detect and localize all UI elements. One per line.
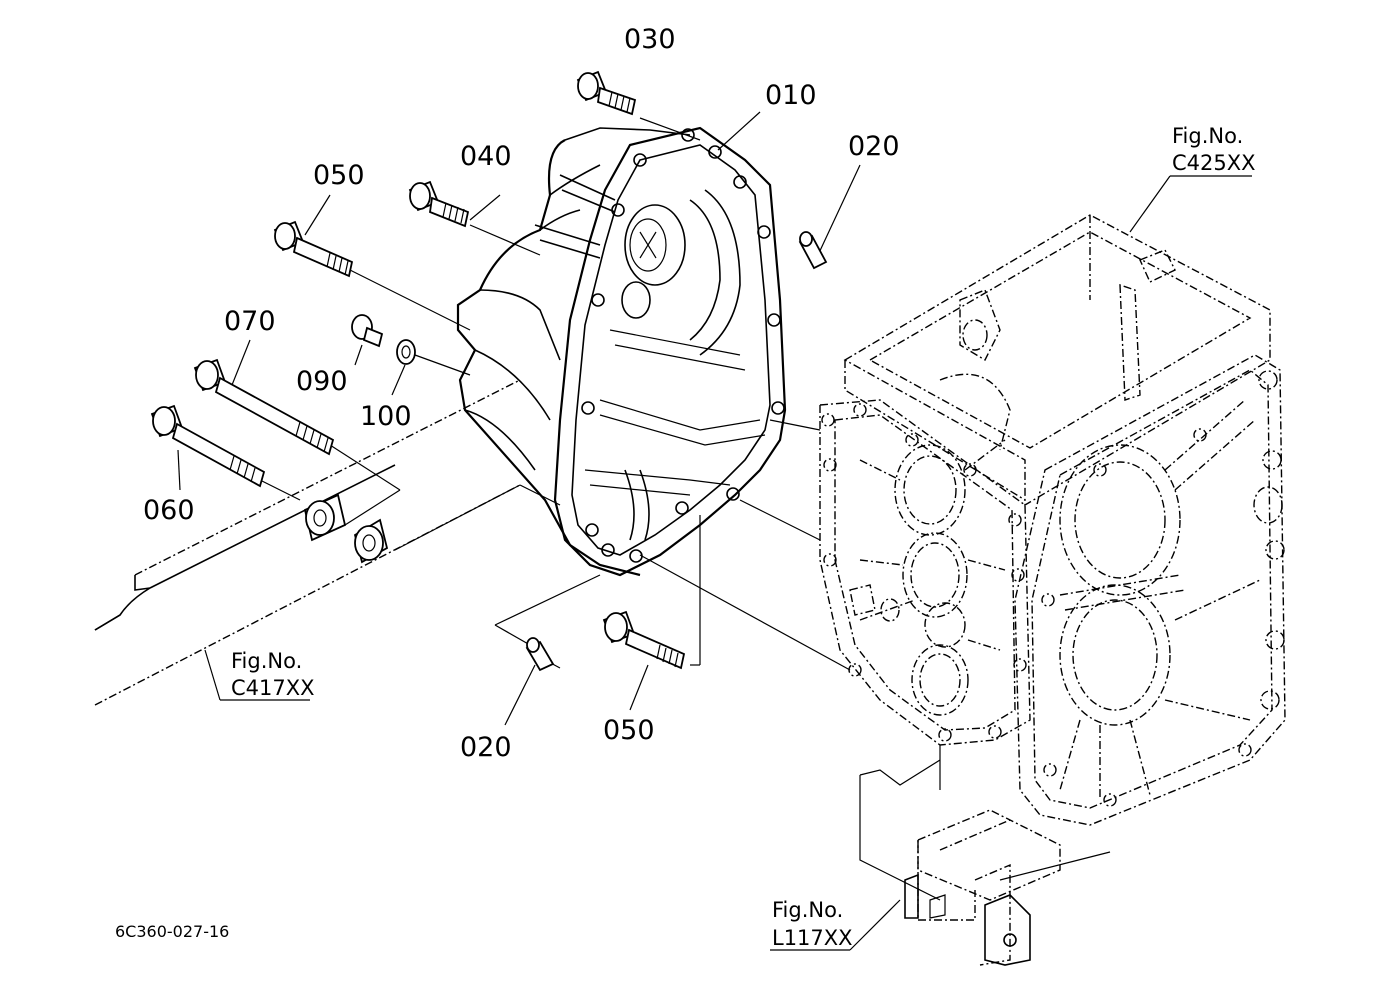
pin-020-bottom [525,637,555,672]
callout-040: 040 [460,141,512,172]
fig-ref-l117-code: L117XX [772,926,853,950]
callout-labels: 030 010 020 040 050 070 090 100 060 050 … [143,24,900,763]
bolt-030 [576,70,637,116]
callout-010: 010 [765,80,817,111]
spacer-collar-left [303,493,347,542]
spacer-collars [303,493,389,564]
document-id: 6C360-027-16 [115,922,229,941]
plug-090 [351,314,384,348]
callout-100: 100 [360,401,412,432]
bolt-050-top [273,220,354,278]
leader-lines [94,111,1252,951]
spacer-collar-right [353,518,389,564]
washer-100 [396,339,416,365]
callout-050-top: 050 [313,160,365,191]
callout-070: 070 [224,306,276,337]
engine-body-partial [94,379,521,631]
bolt-040 [408,180,470,228]
pin-020-top [798,231,828,270]
fig-ref-l117-prefix: Fig.No. [772,898,843,922]
frame-bracket-l117 [859,745,1061,966]
bolt-070 [193,358,335,456]
fig-ref-c425-code: C425XX [1172,151,1256,175]
bolt-050-bottom [602,610,686,670]
callout-030: 030 [624,24,676,55]
fig-ref-c417-code: C417XX [231,676,315,700]
callout-060: 060 [143,495,195,526]
callout-020-bottom: 020 [460,732,512,763]
transmission-case-c425 [819,214,1286,826]
figure-references: Fig.No. C425XX Fig.No. C417XX Fig.No. L1… [231,124,1256,950]
callout-020-top: 020 [848,131,900,162]
callout-090: 090 [296,366,348,397]
fig-ref-c425-prefix: Fig.No. [1172,124,1243,148]
callout-050-bottom: 050 [603,715,655,746]
bolt-060 [150,404,266,488]
fig-ref-c417-prefix: Fig.No. [231,649,302,673]
housing-cover-010 [456,126,787,577]
